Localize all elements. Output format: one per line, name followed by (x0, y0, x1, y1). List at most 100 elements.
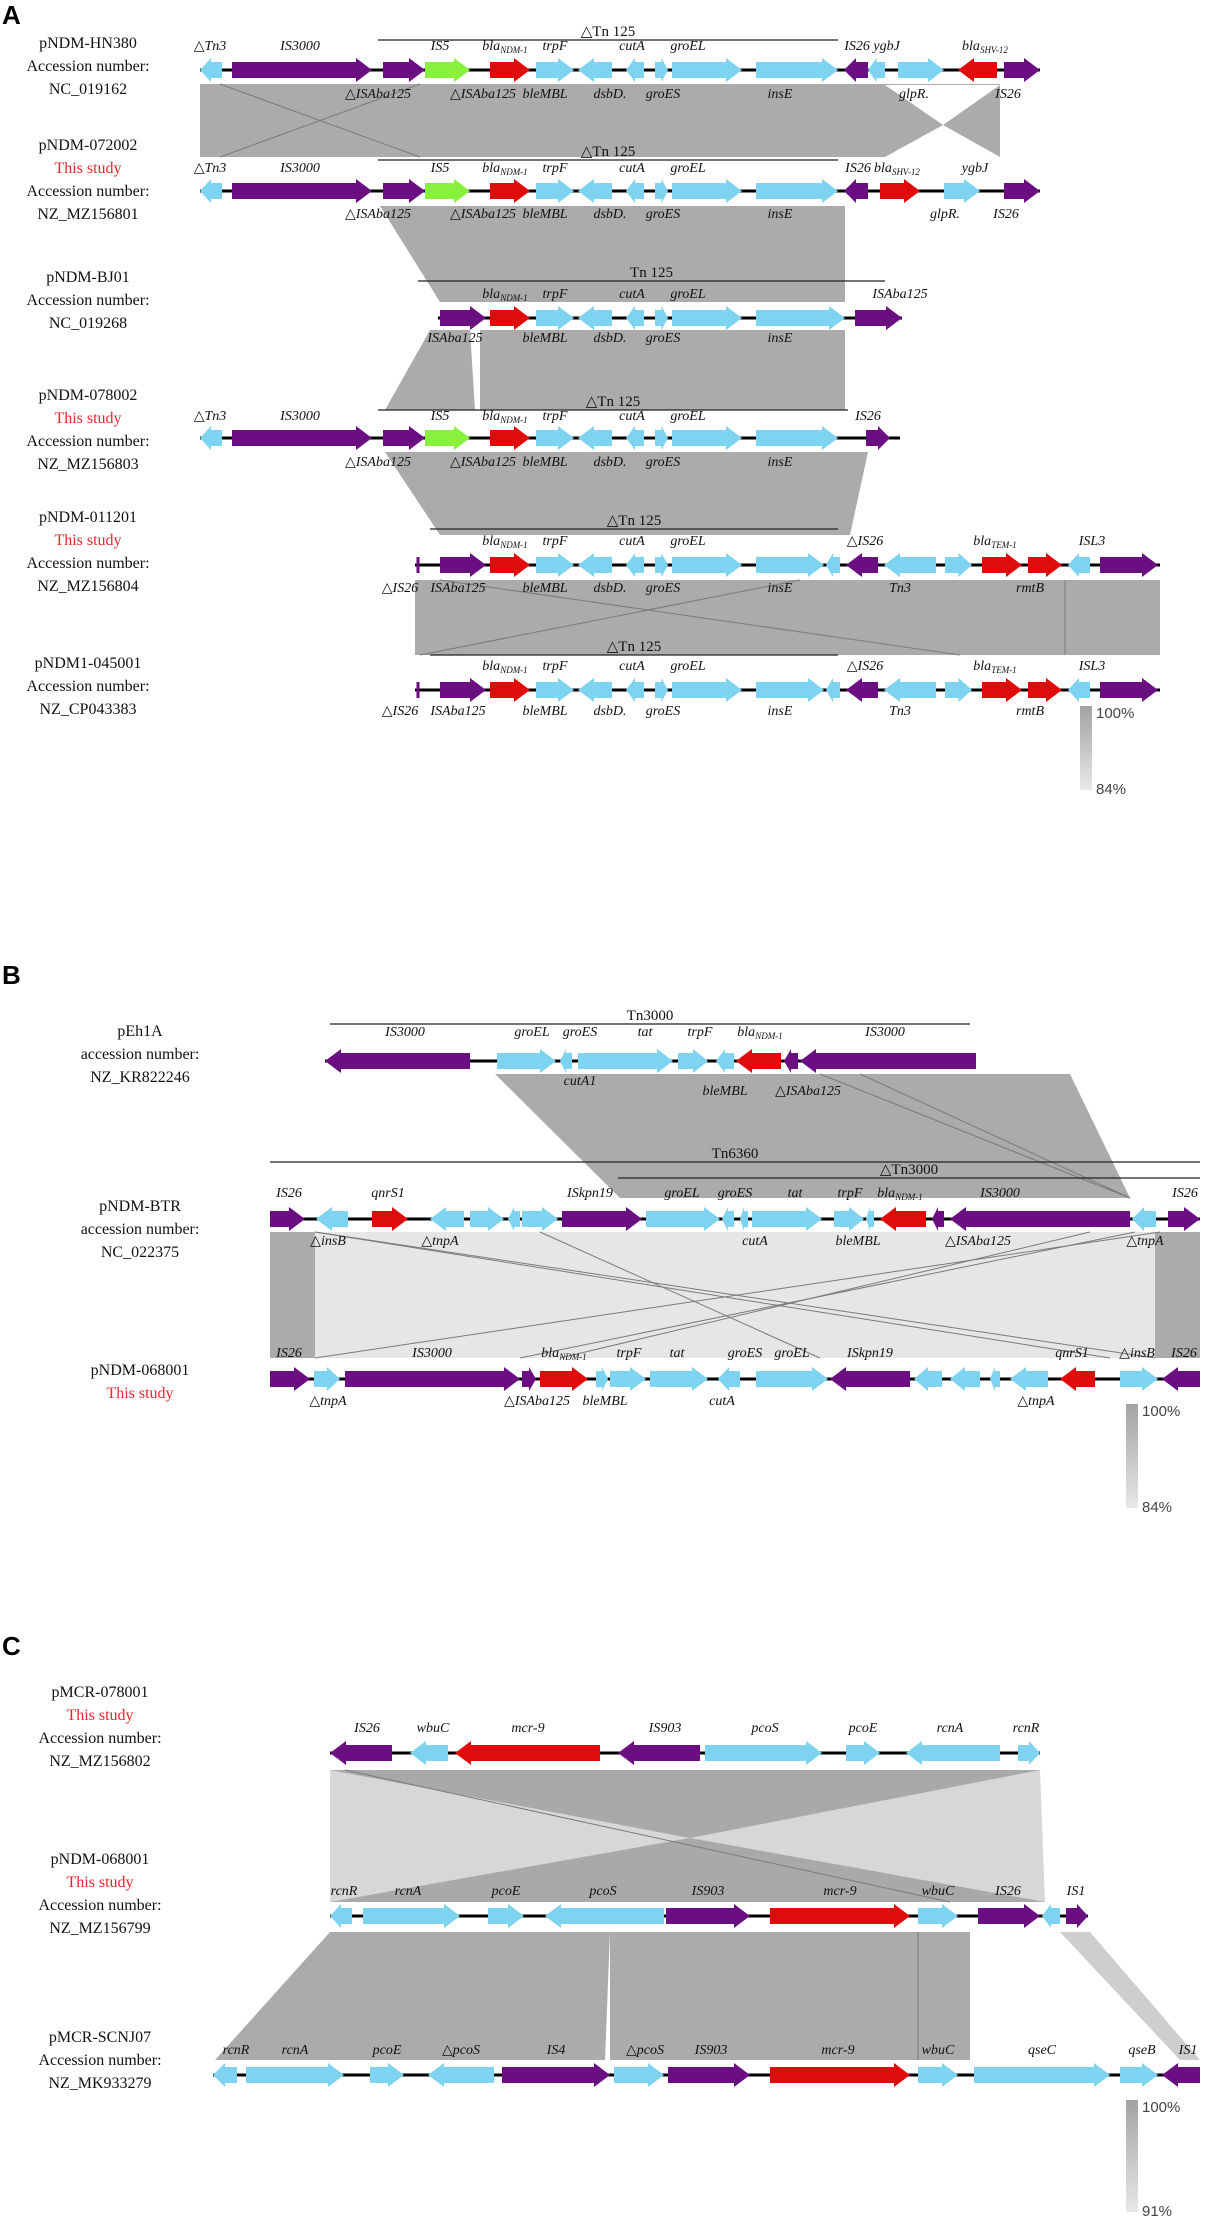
label-c2-7: mcr-9 (821, 2043, 854, 2058)
arrow-a4-8 (756, 553, 824, 577)
label-b2-8: qnrS1 (1055, 1346, 1088, 1361)
arrow-c1-10 (1066, 1904, 1088, 1928)
tnbar-a-0-label: △Tn 125 (581, 24, 635, 40)
arrow-b1-5 (470, 1207, 504, 1231)
tnbar-a-4-label: △Tn 125 (607, 513, 661, 529)
plasmid-a-1-line-2: Accession number: (26, 183, 149, 200)
shade-a-0-gap-top (885, 85, 1000, 125)
arrow-a1-7 (578, 179, 612, 203)
label-a0-2: IS5 (430, 39, 450, 54)
shade-b-1 (270, 1232, 315, 1358)
label-a3-10: bleMBL (522, 455, 567, 470)
plasmid-a-1-line-3: NZ_MZ156801 (37, 206, 138, 223)
shade-a-0-gap-bottom (885, 125, 1000, 157)
plasmid-a-1-line-1: This study (54, 160, 121, 177)
label-a0-4: trpF (543, 39, 568, 54)
arrow-a1-15 (1004, 179, 1040, 203)
label-b0-3: tat (638, 1025, 654, 1040)
label-a3-8: △ISAba125 (345, 455, 411, 470)
label-a4-6: ISL3 (1078, 534, 1105, 549)
shade-a-1 (380, 206, 480, 302)
label-b0-9: △ISAba125 (775, 1084, 841, 1099)
arrow-b2-9 (718, 1367, 740, 1391)
arrow-b1-15 (880, 1207, 926, 1231)
arrow-a3-3 (383, 426, 425, 450)
label-a1-6: groEL (670, 161, 705, 176)
arrow-a5-2 (490, 678, 530, 702)
label-c0-6: rcnA (937, 1721, 964, 1736)
label-c1-7: IS26 (994, 1884, 1021, 1899)
arrow-b0-4 (578, 1049, 673, 1073)
panel-letters: ABC (2, 0, 21, 1661)
arrow-a2-5 (626, 306, 644, 330)
label-a4-0: blaNDM-1 (482, 534, 527, 550)
label-a3-4: trpF (543, 409, 568, 424)
label-a1-15: insE (768, 207, 793, 222)
label-c1-0: rcnR (331, 1884, 358, 1899)
label-a5-13: Tn3 (889, 704, 911, 719)
label-a0-11: bleMBL (522, 87, 567, 102)
arrow-a0-10 (672, 58, 742, 82)
label-b0-4: trpF (688, 1025, 713, 1040)
label-a0-1: IS3000 (279, 39, 320, 54)
shade-a-0 (200, 84, 1000, 157)
label-b0-6: IS3000 (864, 1025, 905, 1040)
arrow-a5-8 (756, 678, 824, 702)
label-a1-4: trpF (543, 161, 568, 176)
tnbar-a-5-label: △Tn 125 (607, 639, 661, 655)
xline-b-5 (519, 1231, 1136, 1359)
label-a2-9: insE (768, 331, 793, 346)
label-a3-0: △Tn3 (194, 409, 227, 424)
arrow-a3-6 (536, 426, 574, 450)
label-a2-1: trpF (543, 287, 568, 302)
plasmid-b-1-line-1: accession number: (81, 1221, 200, 1238)
shade-a-3b (480, 452, 868, 535)
label-a4-8: ISAba125 (429, 581, 485, 596)
arrow-a1-6 (536, 179, 574, 203)
arrow-a4-16 (1100, 553, 1158, 577)
arrow-b0-2 (497, 1049, 556, 1073)
arrow-c1-1 (330, 1904, 352, 1928)
label-c0-7: rcnR (1013, 1721, 1040, 1736)
arrow-a4-4 (578, 553, 612, 577)
label-a5-3: groEL (670, 659, 705, 674)
plasmid-b-0-line-2: NZ_KR822246 (90, 1069, 190, 1086)
label-a4-14: rmtB (1016, 581, 1044, 596)
label-a3-5: cutA (619, 409, 645, 424)
arrow-a5-16 (1100, 678, 1158, 702)
arrow-a4-13 (982, 553, 1022, 577)
plasmid-a-2-line-2: NC_019268 (49, 315, 127, 332)
arrow-a4-5 (626, 553, 644, 577)
arrow-a0-13 (868, 58, 885, 82)
tnbar-b-0-label: Tn3000 (627, 1008, 674, 1024)
arrow-b2-4 (522, 1367, 536, 1391)
label-c2-0: rcnR (223, 2043, 250, 2058)
shade-a-3 (385, 452, 480, 535)
arrow-a4-15 (1068, 553, 1090, 577)
label-b2-0: IS26 (275, 1346, 302, 1361)
label-b1-2: ISkpn19 (566, 1186, 613, 1201)
label-c2-9: qseC (1028, 2043, 1057, 2058)
scale-b-bar (1126, 1404, 1138, 1508)
arrow-b2-15 (1010, 1367, 1048, 1391)
tnbar-a-1-label: △Tn 125 (581, 144, 635, 160)
label-b0-7: cutA1 (564, 1074, 597, 1089)
arrow-a1-12 (844, 179, 868, 203)
plasmid-a-0-line-0: pNDM-HN380 (39, 35, 137, 52)
label-c2-2: pcoE (372, 2043, 402, 2058)
label-c2-6: IS903 (694, 2043, 728, 2058)
plasmid-a-5-line-1: Accession number: (26, 678, 149, 695)
label-b1-5: tat (788, 1186, 804, 1201)
label-a5-11: groES (646, 704, 680, 719)
label-a1-0: △Tn3 (194, 161, 227, 176)
label-a3-6: groEL (670, 409, 705, 424)
arrow-a2-9 (855, 306, 902, 330)
arrow-c1-3 (488, 1904, 524, 1928)
label-a0-16: IS26 (994, 87, 1021, 102)
arrow-a2-3 (536, 306, 574, 330)
arrow-b0-6 (716, 1049, 734, 1073)
label-a1-11: △ISAba125 (450, 207, 516, 222)
plasmid-a-2-line-0: pNDM-BJ01 (46, 269, 130, 286)
